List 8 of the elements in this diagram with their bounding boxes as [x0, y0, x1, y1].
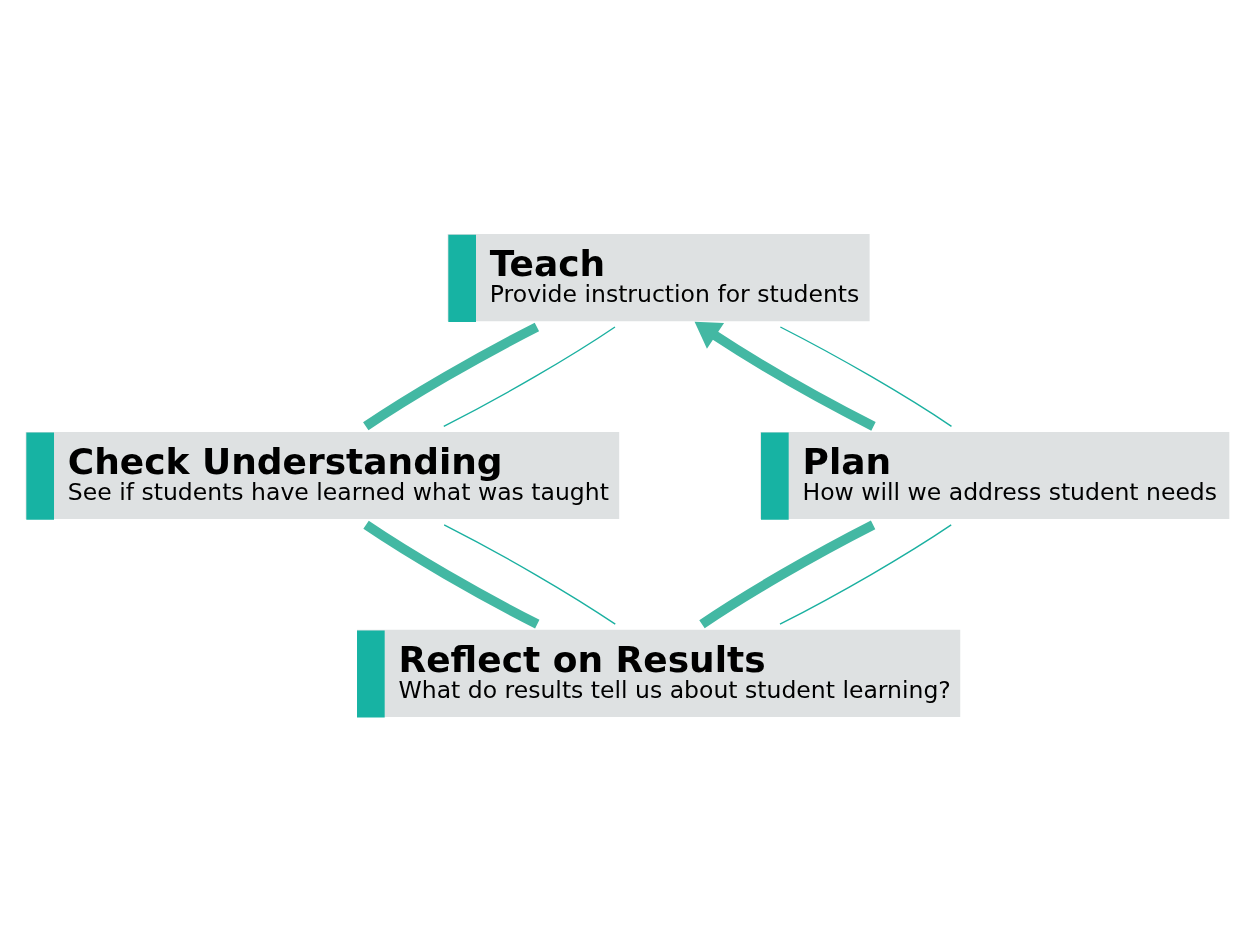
connector — [443, 326, 616, 427]
connector — [779, 524, 952, 625]
connector — [363, 520, 540, 629]
arrow — [694, 321, 876, 431]
connector — [363, 322, 540, 431]
connector — [699, 520, 876, 629]
connector — [779, 326, 953, 427]
connector — [443, 524, 616, 625]
